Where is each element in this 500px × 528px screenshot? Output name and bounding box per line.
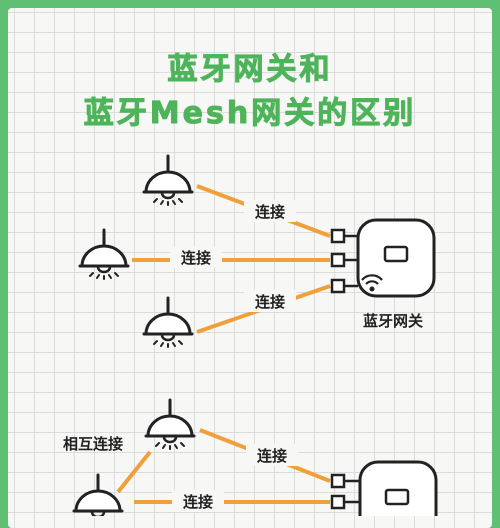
gateway-diagram: 连接 连接 连接 蓝牙网关 相互连接 连 (63, 154, 438, 516)
wifi-icon (361, 274, 383, 292)
connection-label: 连接 (257, 447, 287, 465)
gateway-router-icon (330, 460, 438, 516)
mesh-link-line (116, 450, 152, 494)
section-mesh-gateway: 相互连接 连接 连接 (63, 398, 438, 516)
connection-label: 连接 (183, 493, 213, 511)
gateway-label: 蓝牙网关 (363, 312, 423, 330)
lamp-icon (78, 228, 130, 281)
gateway-router-icon (330, 218, 436, 298)
lamp-icon (72, 473, 124, 516)
connection-label: 连接 (255, 203, 285, 221)
lamp-icon (142, 296, 194, 349)
connection-label: 连接 (181, 249, 211, 267)
lamp-icon (142, 154, 194, 207)
title-line-1: 蓝牙网关和 (167, 52, 333, 88)
lamp-icon (144, 398, 196, 451)
connection-label: 连接 (255, 293, 285, 311)
title-line-2: 蓝牙Mesh网关的区别 (83, 96, 417, 132)
mutual-connection-label: 相互连接 (63, 435, 123, 453)
section-bluetooth-gateway: 连接 连接 连接 蓝牙网关 (78, 154, 436, 349)
